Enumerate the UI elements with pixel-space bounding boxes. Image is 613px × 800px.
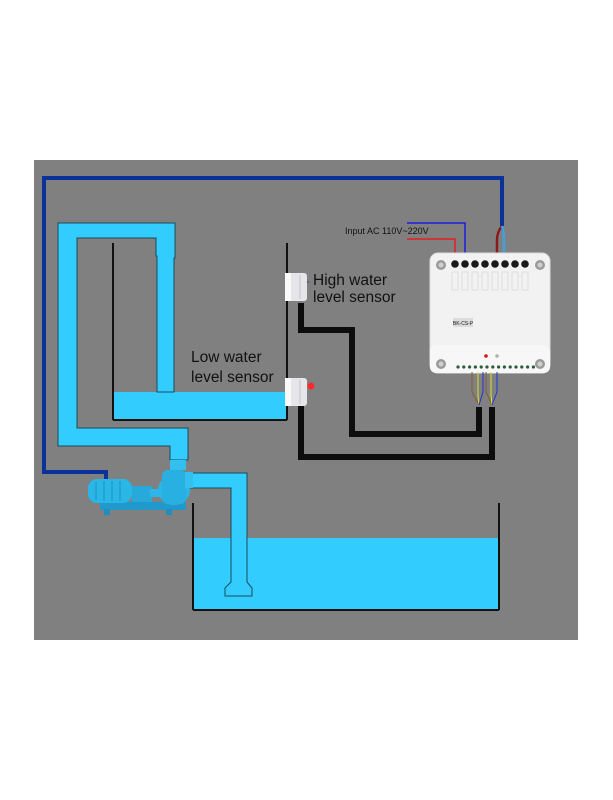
- bottom-terminal-screw: [502, 365, 506, 369]
- top-terminal-screw: [471, 260, 479, 268]
- bottom-terminal-screw: [456, 365, 460, 369]
- bottom-terminal-screw: [468, 365, 472, 369]
- upper-tank: [112, 243, 288, 421]
- pump-cable-live-wire: [495, 225, 503, 258]
- terminal-slot: [501, 271, 509, 291]
- water-pump-icon: [88, 460, 193, 515]
- low-sensor-label-line1: Low water: [191, 349, 262, 366]
- low-level-sensor-icon: [285, 378, 315, 406]
- status-led-run: [495, 354, 499, 358]
- bottom-terminal-block: [456, 365, 536, 369]
- terminal-slot: [461, 271, 469, 291]
- top-terminal-screw: [521, 260, 529, 268]
- bottom-terminal-screw: [491, 365, 495, 369]
- top-terminal-screw: [451, 260, 459, 268]
- top-terminal-screw: [461, 260, 469, 268]
- top-terminal-block: [451, 260, 529, 291]
- pump-power-cable: [42, 176, 504, 486]
- lower-tank-water: [193, 538, 499, 610]
- top-terminal-screw: [501, 260, 509, 268]
- controller-model-label: BK-CS-P: [453, 321, 474, 327]
- low-sensor-cable: [298, 404, 495, 460]
- input-ac-neutral-wire: [407, 222, 466, 264]
- bottom-terminal-screw: [508, 365, 512, 369]
- bottom-terminal-screw: [531, 365, 536, 369]
- terminal-slot: [511, 271, 519, 291]
- bottom-terminal-screw: [526, 365, 530, 369]
- status-led-power: [484, 354, 488, 358]
- terminal-slot: [521, 271, 529, 291]
- high-sensor-label-line1: High water: [313, 272, 387, 289]
- low-sensor-label-line2: level sensor: [191, 369, 274, 386]
- input-ac-label: Input AC 110V~220V: [345, 226, 429, 236]
- sensor-terminal-wires: [471, 372, 498, 406]
- terminal-slot: [471, 271, 479, 291]
- bottom-terminal-screw: [485, 365, 489, 369]
- high-sensor-cable: [298, 303, 482, 437]
- terminal-slot: [491, 271, 499, 291]
- bottom-terminal-screw: [473, 365, 477, 369]
- high-level-sensor-icon: [285, 273, 310, 301]
- bottom-terminal-screw: [462, 365, 466, 369]
- level-controller-icon: BK-CS-P: [429, 252, 551, 374]
- pump-cable-neutral-wire: [500, 225, 506, 258]
- bottom-terminal-screw: [479, 365, 483, 369]
- bottom-terminal-screw: [520, 365, 524, 369]
- bottom-terminal-screw: [497, 365, 501, 369]
- top-terminal-screw: [481, 260, 489, 268]
- high-sensor-label-line2: level sensor: [313, 289, 396, 306]
- lower-tank: [192, 503, 500, 611]
- terminal-slot: [481, 271, 489, 291]
- top-terminal-screw: [511, 260, 519, 268]
- discharge-pipe: [57, 222, 189, 461]
- terminal-slot: [451, 271, 459, 291]
- bottom-terminal-screw: [514, 365, 518, 369]
- top-terminal-screw: [491, 260, 499, 268]
- sensor-indicator-led: [307, 382, 315, 390]
- upper-tank-water: [114, 392, 286, 419]
